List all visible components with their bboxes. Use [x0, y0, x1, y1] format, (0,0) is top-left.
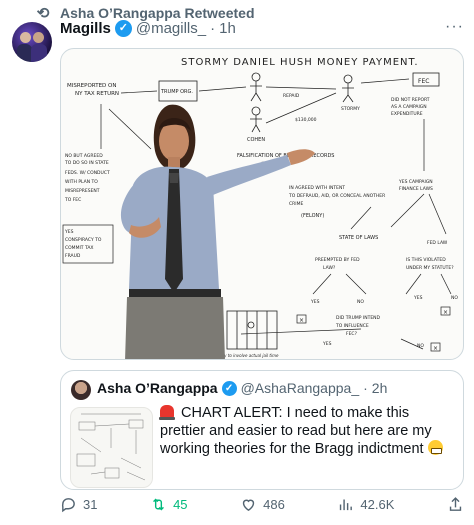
separator-dot: ·	[363, 380, 368, 396]
siren-icon	[159, 405, 175, 420]
tweet-media-image[interactable]: STORMY DANIEL HUSH MONEY PAYMENT. MISREP…	[60, 48, 464, 360]
retweet-button[interactable]: 45	[150, 496, 188, 513]
like-button[interactable]: 486	[240, 496, 285, 513]
quoted-tweet[interactable]: Asha O’Rangappa ✓ @AshaRangappa_ · 2h CH…	[60, 370, 464, 490]
grimacing-face-icon	[427, 440, 443, 455]
quoted-avatar[interactable]	[71, 380, 91, 400]
retweet-count: 45	[173, 497, 188, 512]
node-is-violated: IS THIS VIOLATED	[406, 257, 446, 263]
node-did-trump-intend: DID TRUMP INTEND	[336, 315, 381, 321]
separator-dot: ·	[210, 20, 216, 37]
share-button[interactable]	[447, 496, 464, 513]
node-cohen: COHEN	[247, 137, 265, 143]
avatar[interactable]	[12, 22, 52, 62]
svg-text:MISREPRESENT: MISREPRESENT	[65, 188, 100, 194]
svg-text:TO FEC: TO FEC	[64, 197, 81, 203]
node-misreported: MISREPORTED ON	[67, 83, 116, 89]
retweet-icon: ⟲	[36, 5, 50, 22]
views-button[interactable]: 42.6K	[337, 496, 394, 513]
share-icon	[449, 497, 462, 511]
svg-text:×: ×	[433, 345, 438, 352]
views-chart-icon	[340, 499, 353, 511]
presenter-figure	[120, 104, 315, 359]
views-count: 42.6K	[360, 497, 395, 512]
node-felony: (FELONY)	[301, 213, 324, 219]
diagram-svg: STORMY DANIEL HUSH MONEY PAYMENT. MISREP…	[62, 57, 458, 359]
quoted-media-thumbnail[interactable]	[70, 407, 153, 488]
quoted-tweet-body: CHART ALERT: I need to make this prettie…	[160, 405, 432, 457]
stick-figure-trump	[250, 72, 262, 102]
svg-text:TO DO SO IN STATE: TO DO SO IN STATE	[64, 160, 109, 166]
label-hush: $130,000	[295, 117, 317, 123]
label-repaid: REPAID	[283, 93, 300, 99]
stick-figure-cohen	[250, 106, 262, 133]
jail-cell-drawing	[226, 310, 278, 350]
node-yes-campaign: YES CAMPAIGN	[398, 179, 433, 185]
svg-text:FEDS. W/ CONDUCT: FEDS. W/ CONDUCT	[65, 170, 110, 176]
svg-text:UNDER MY STATUTE?: UNDER MY STATUTE?	[406, 265, 454, 271]
node-conspiracy: YES	[64, 229, 74, 235]
stick-figure-stormy	[342, 74, 354, 103]
diagram-title: STORMY DANIEL HUSH MONEY PAYMENT.	[181, 57, 419, 68]
retweet-banner[interactable]: ⟲ Asha O’Rangappa Retweeted	[34, 4, 255, 22]
reply-button[interactable]: 31	[60, 496, 97, 513]
svg-text:LAW?: LAW?	[323, 265, 336, 271]
label-no-3: NO	[417, 343, 424, 349]
node-stormy: STORMY	[341, 106, 360, 112]
label-yes-3: YES	[322, 341, 332, 347]
tweet-header: Magills ✓ @magills_ · 1h	[60, 20, 236, 37]
tweet-action-bar: 31 45 486 42.6K	[60, 496, 464, 513]
svg-text:EXPENDITURE: EXPENDITURE	[391, 111, 423, 117]
label-no-1: NO	[357, 299, 364, 305]
heart-icon	[242, 499, 255, 512]
node-no-agreed: NO BUT AGREED	[65, 153, 103, 159]
quoted-timestamp[interactable]: 2h	[371, 380, 388, 396]
quoted-author-name[interactable]: Asha O’Rangappa	[97, 380, 218, 396]
svg-text:×: ×	[299, 317, 304, 324]
svg-text:FEC?: FEC?	[346, 331, 358, 337]
svg-text:FINANCE LAWS: FINANCE LAWS	[399, 186, 433, 192]
svg-text:COMMIT TAX: COMMIT TAX	[65, 245, 94, 251]
author-handle[interactable]: @magills_	[135, 20, 207, 37]
node-in-agreed: IN AGREED WITH INTENT	[289, 185, 345, 191]
tweet-timestamp[interactable]: 1h	[219, 20, 236, 37]
node-fec: FEC	[418, 78, 429, 85]
node-trump-org: TRUMP ORG.	[160, 89, 193, 95]
svg-text:FRAUD: FRAUD	[65, 253, 81, 259]
quoted-header: Asha O’Rangappa ✓ @AshaRangappa_ · 2h	[97, 380, 387, 396]
retweet-banner-text: Asha O’Rangappa Retweeted	[60, 5, 255, 21]
verified-badge-icon: ✓	[114, 20, 132, 37]
node-state-of-laws: STATE OF LAWS	[339, 235, 378, 241]
svg-text:CRIME: CRIME	[289, 201, 303, 207]
label-yes-1: YES	[310, 299, 320, 305]
more-options-button[interactable]: ···	[445, 18, 464, 35]
verified-badge-icon: ✓	[221, 380, 237, 396]
reply-count: 31	[83, 497, 98, 512]
svg-text:CONSPIRACY TO: CONSPIRACY TO	[65, 237, 102, 243]
svg-text:TO DEFRAUD, AID, OR CONCEAL AN: TO DEFRAUD, AID, OR CONCEAL ANOTHER	[288, 193, 385, 199]
quoted-author-handle[interactable]: @AshaRangappa_	[240, 380, 360, 396]
svg-text:AS A CAMPAIGN: AS A CAMPAIGN	[391, 104, 427, 110]
like-count: 486	[263, 497, 285, 512]
svg-text:×: ×	[443, 309, 448, 316]
reply-icon	[61, 498, 75, 513]
node-fed-law: FED LAW	[427, 240, 448, 246]
svg-text:WITH PLAN TO: WITH PLAN TO	[65, 179, 98, 185]
quoted-tweet-text: CHART ALERT: I need to make this prettie…	[159, 404, 458, 458]
node-preempted: PREEMPTED BY FED	[315, 257, 360, 263]
node-did-not-report: DID NOT REPORT	[391, 97, 430, 103]
svg-text:TO INFLUENCE: TO INFLUENCE	[335, 323, 369, 329]
svg-text:NY TAX RETURN: NY TAX RETURN	[75, 91, 119, 97]
author-name[interactable]: Magills	[60, 20, 111, 37]
retweet-icon	[153, 498, 165, 511]
footnote: unlikely to involve actual jail time	[211, 353, 279, 358]
label-no-2: NO	[451, 295, 458, 301]
label-yes-2: YES	[413, 295, 423, 301]
